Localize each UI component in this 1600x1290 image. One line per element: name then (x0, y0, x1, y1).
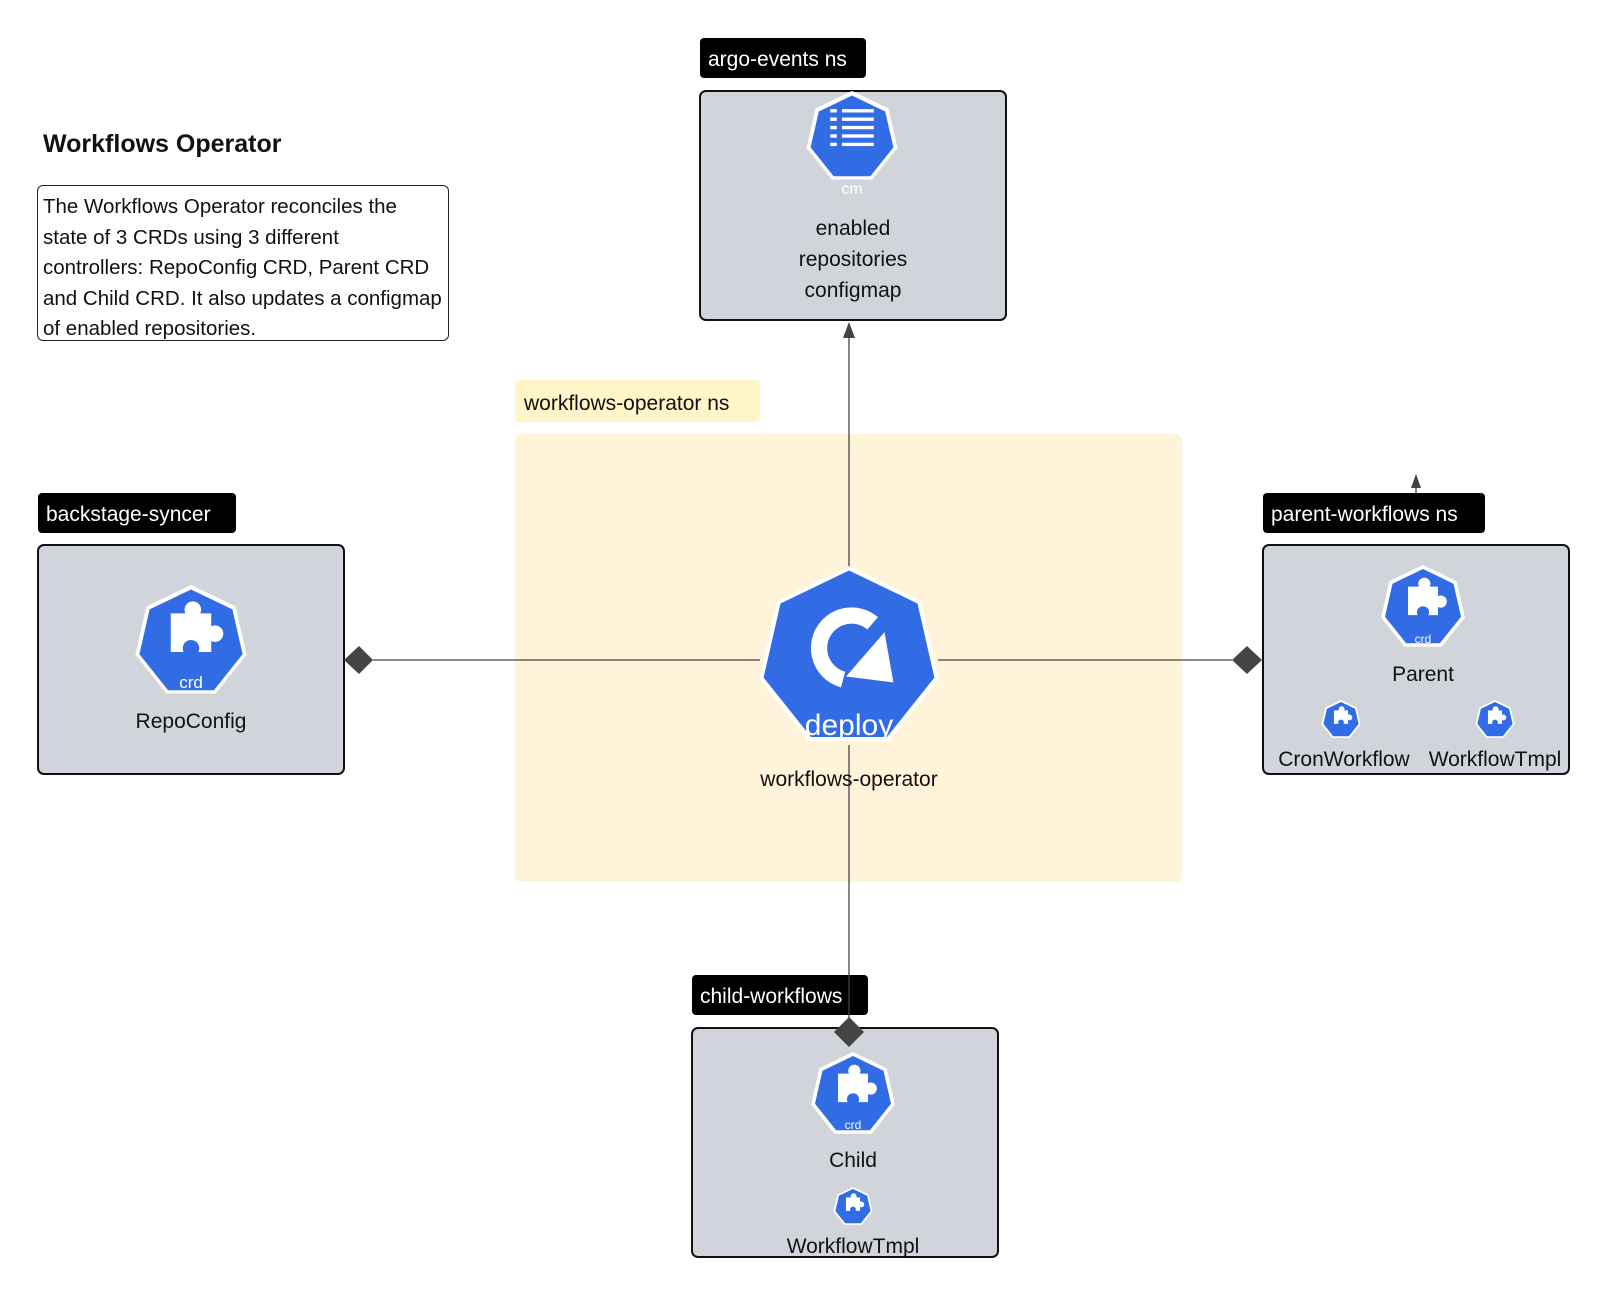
configmap-badge: cm (841, 181, 862, 198)
workflowtmpl-child-crd-icon (833, 1187, 873, 1225)
repoconfig-label: RepoConfig (136, 710, 247, 733)
diagram-title: Workflows Operator (43, 130, 282, 158)
configmap-label-line-3: configmap (805, 279, 902, 302)
child-badge: crd (845, 1118, 862, 1132)
parent-workflows-ns-label-bg (1263, 493, 1485, 533)
cronworkflow-crd-icon (1321, 700, 1361, 738)
workflowtmpl-parent-crd-icon (1475, 700, 1515, 738)
workflows-operator-ns-label-bg (515, 380, 760, 422)
diamond-child (834, 1017, 864, 1047)
workflowtmpl-parent-label: WorkflowTmpl (1429, 748, 1562, 771)
arrowhead-parent-up (1411, 474, 1421, 488)
backstage-syncer-label-bg (38, 493, 236, 533)
parent-crd-icon: crd (1381, 565, 1465, 647)
child-label: Child (829, 1149, 877, 1172)
cronworkflow-label: CronWorkflow (1278, 748, 1410, 771)
workflowtmpl-child-label: WorkflowTmpl (787, 1235, 920, 1258)
child-workflows-label-bg (692, 975, 868, 1015)
parent-workflows-ns-label: parent-workflows ns (1271, 503, 1458, 526)
arrowhead-configmap (843, 322, 855, 338)
repoconfig-crd-icon: crd (135, 585, 247, 694)
deploy-icon: deploy (759, 566, 939, 742)
repoconfig-badge: crd (179, 673, 203, 692)
argo-events-ns-label-bg (700, 38, 866, 78)
workflows-operator-ns-label: workflows-operator ns (523, 392, 729, 415)
connectors (373, 335, 1417, 1018)
configmap-label-line-2: repositories (799, 248, 908, 271)
diamond-parent (1232, 646, 1262, 674)
operator-badge: deploy (805, 709, 893, 742)
description-note: The Workflows Operator reconciles the st… (37, 185, 449, 341)
configmap-label-line-1: enabled (816, 217, 891, 240)
child-workflows-label: child-workflows (700, 985, 842, 1008)
configmap-icon: cm (806, 91, 898, 198)
backstage-syncer-label: backstage-syncer (46, 503, 211, 526)
child-crd-icon: crd (811, 1052, 895, 1134)
parent-badge: crd (1415, 632, 1432, 646)
operator-label: workflows-operator (759, 768, 937, 791)
diamond-repoconfig (344, 646, 373, 674)
argo-events-box (699, 90, 1007, 321)
parent-label: Parent (1392, 663, 1454, 686)
argo-events-ns-label: argo-events ns (708, 48, 847, 71)
